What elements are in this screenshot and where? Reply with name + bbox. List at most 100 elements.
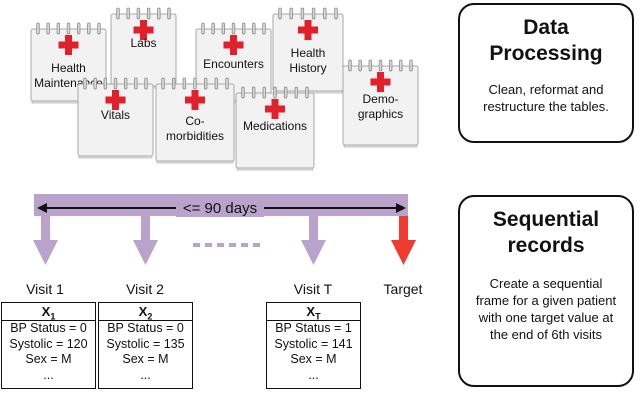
ring-binder-icon bbox=[214, 77, 219, 90]
ring-binder-icon bbox=[348, 59, 352, 72]
ring-binder-icon bbox=[123, 77, 128, 90]
record-x2-sex: Sex = M bbox=[122, 352, 169, 366]
record-xT-subscript: T bbox=[315, 311, 321, 322]
ring-binder-icon bbox=[388, 59, 393, 72]
ring-binder-icon bbox=[201, 22, 205, 35]
record-xT-more: ... bbox=[308, 367, 319, 382]
visitT-arrow bbox=[301, 216, 326, 265]
ring-binder-icon bbox=[97, 22, 101, 35]
ring-binder-icon bbox=[56, 22, 61, 35]
sequential-desc-line4: the end of 6th visits bbox=[489, 327, 602, 342]
visit1-arrow bbox=[33, 216, 58, 265]
record-xT-systolic: Systolic = 141 bbox=[274, 336, 353, 351]
window-label-bg bbox=[176, 199, 264, 217]
medical-cross-icon bbox=[133, 20, 154, 40]
ring-binder-icon bbox=[409, 59, 413, 72]
target-label: Target bbox=[383, 281, 423, 297]
ring-binder-icon bbox=[136, 7, 141, 20]
ring-binder-icon bbox=[378, 59, 383, 72]
ring-binder-icon bbox=[358, 59, 362, 72]
ring-binder-icon bbox=[278, 7, 282, 20]
record-x2-bp-status: BP Status = 0 bbox=[107, 321, 184, 335]
sequential-desc-line2: frame for a given patient bbox=[475, 293, 617, 308]
medical-cross-icon bbox=[298, 20, 318, 40]
ring-binder-icon bbox=[171, 77, 176, 90]
record-x2-systolic: Systolic = 135 bbox=[106, 336, 185, 351]
table-card-comorbidities: Co-morbidities bbox=[155, 77, 235, 164]
table-card-demographics: Demo-graphics bbox=[342, 59, 419, 148]
ring-binder-icon bbox=[76, 22, 81, 35]
record-xT-header: XT bbox=[267, 303, 360, 322]
ring-binder-icon bbox=[157, 7, 161, 20]
record-x2-subscript: 2 bbox=[147, 311, 153, 322]
ring-binder-icon bbox=[311, 7, 316, 20]
sequential-desc-line3: with one target value at bbox=[478, 310, 614, 325]
ring-binder-icon bbox=[251, 86, 256, 99]
record-xT: XT BP Status = 1 Systolic = 141 Sex = M … bbox=[266, 302, 361, 389]
ring-binder-icon bbox=[399, 59, 403, 72]
sequential-title-line1: Sequential bbox=[492, 208, 600, 231]
table-card-label: Medications bbox=[243, 119, 307, 133]
record-x1: X1 BP Status = 0 Systolic = 120 Sex = M … bbox=[1, 302, 96, 389]
table-card-label: Labs bbox=[130, 36, 156, 50]
data-processing-title-line1: Data bbox=[523, 16, 569, 39]
ring-binder-icon bbox=[262, 86, 267, 99]
ring-binder-icon bbox=[103, 77, 108, 90]
ring-binder-icon bbox=[221, 22, 226, 35]
record-x1-subscript: 1 bbox=[50, 311, 56, 322]
ring-binder-icon bbox=[262, 22, 266, 35]
ring-binder-icon bbox=[36, 22, 40, 35]
record-x1-systolic: Systolic = 120 bbox=[9, 336, 88, 351]
span-arrowhead-left bbox=[37, 203, 47, 213]
ring-binder-icon bbox=[116, 7, 120, 20]
ring-binder-icon bbox=[289, 7, 293, 20]
data-processing-title-line2: Processing bbox=[489, 42, 603, 65]
ring-binder-icon bbox=[134, 77, 138, 90]
table-card-vitals: Vitals bbox=[77, 77, 154, 159]
sequential-desc-line1: Create a sequential bbox=[489, 276, 603, 291]
data-processing-desc-line1: Clean, reformat and bbox=[488, 82, 604, 97]
ring-binder-icon bbox=[231, 22, 236, 35]
sequential-records-panel: Sequential records Create a sequential f… bbox=[458, 195, 634, 387]
record-x1-header: X1 bbox=[2, 303, 95, 322]
sequential-title-line2: records bbox=[507, 234, 585, 257]
record-x1-sex: Sex = M bbox=[25, 352, 72, 366]
visitT-label: Visit T bbox=[293, 281, 333, 297]
ring-binder-icon bbox=[323, 7, 327, 20]
ring-binder-icon bbox=[46, 22, 50, 35]
target-arrow bbox=[391, 216, 416, 265]
ring-binder-icon bbox=[66, 22, 71, 35]
visit1-label: Visit 1 bbox=[26, 281, 64, 297]
record-x1-bp-status: BP Status = 0 bbox=[10, 321, 87, 335]
ring-binder-icon bbox=[113, 77, 118, 90]
ring-binder-icon bbox=[203, 77, 208, 90]
ring-binder-icon bbox=[93, 77, 97, 90]
ring-binder-icon bbox=[211, 22, 215, 35]
data-processing-panel: Data Processing Clean, reformat and rest… bbox=[458, 3, 634, 143]
medical-cross-icon bbox=[223, 35, 244, 55]
data-processing-desc-line2: restructure the tables. bbox=[483, 99, 609, 114]
ring-binder-icon bbox=[144, 77, 148, 90]
visit2-label: Visit 2 bbox=[126, 281, 164, 297]
ring-binder-icon bbox=[241, 86, 245, 99]
window-label: <= 90 days bbox=[183, 200, 257, 217]
ring-binder-icon bbox=[300, 7, 305, 20]
span-arrowhead-right bbox=[396, 203, 406, 213]
ring-binder-icon bbox=[368, 59, 373, 72]
ring-binder-icon bbox=[161, 77, 165, 90]
table-card-label: Demo-graphics bbox=[358, 92, 403, 121]
medical-cross-icon bbox=[58, 35, 79, 55]
ring-binder-icon bbox=[283, 86, 288, 99]
ring-binder-icon bbox=[225, 77, 229, 90]
medical-cross-icon bbox=[370, 72, 391, 92]
ring-binder-icon bbox=[241, 22, 246, 35]
table-card-label: Encounters bbox=[203, 57, 264, 71]
ring-binder-icon bbox=[193, 77, 197, 90]
record-xT-bp-status: BP Status = 1 bbox=[275, 321, 352, 335]
medical-cross-icon bbox=[105, 90, 126, 110]
table-card-label: Co-morbidities bbox=[166, 114, 224, 143]
ring-binder-icon bbox=[334, 7, 338, 20]
ring-binder-icon bbox=[273, 86, 277, 99]
